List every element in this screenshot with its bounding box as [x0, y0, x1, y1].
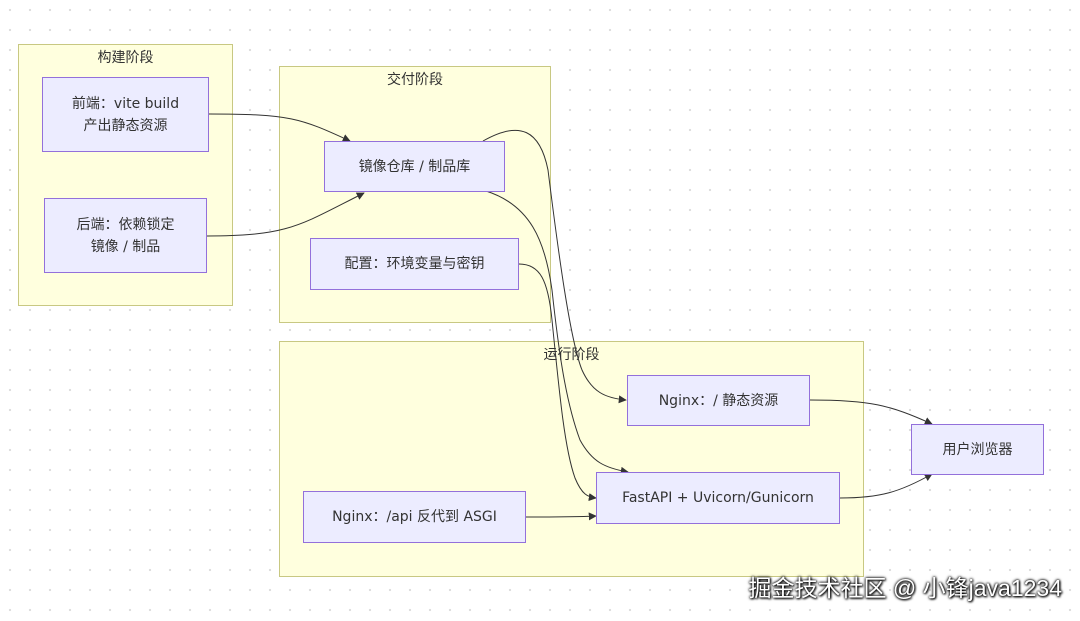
cluster-delivery-title: 交付阶段	[387, 72, 443, 88]
node-frontend-build[interactable]: 前端：vite build 产出静态资源	[42, 77, 209, 152]
node-browser[interactable]: 用户浏览器	[911, 424, 1044, 475]
node-frontend-build-line2: 产出静态资源	[83, 117, 168, 134]
node-backend-build[interactable]: 后端：依赖锁定 镜像 / 制品	[44, 198, 207, 273]
node-config-label: 配置：环境变量与密钥	[344, 256, 485, 272]
node-fastapi[interactable]: FastAPI + Uvicorn/Gunicorn	[596, 472, 840, 524]
node-nginx-static-label: Nginx：/ 静态资源	[658, 392, 779, 409]
watermark-text: 掘金技术社区 @ 小锋java1234	[748, 575, 1063, 601]
node-fastapi-label: FastAPI + Uvicorn/Gunicorn	[622, 490, 814, 506]
node-nginx-static[interactable]: Nginx：/ 静态资源	[627, 375, 810, 426]
cluster-runtime-title: 运行阶段	[543, 347, 600, 363]
node-nginx-api[interactable]: Nginx：/api 反代到 ASGI	[303, 491, 526, 543]
node-frontend-build-line1: 前端：vite build	[71, 95, 180, 112]
node-config[interactable]: 配置：环境变量与密钥	[310, 238, 519, 290]
node-browser-label: 用户浏览器	[942, 441, 1013, 458]
node-nginx-api-label: Nginx：/api 反代到 ASGI	[332, 509, 497, 525]
node-backend-build-line1: 后端：依赖锁定	[76, 216, 175, 233]
cluster-build-title: 构建阶段	[97, 50, 154, 66]
node-backend-build-line2: 镜像 / 制品	[90, 238, 161, 255]
node-registry-label: 镜像仓库 / 制品库	[358, 158, 471, 175]
node-registry[interactable]: 镜像仓库 / 制品库	[324, 141, 505, 192]
